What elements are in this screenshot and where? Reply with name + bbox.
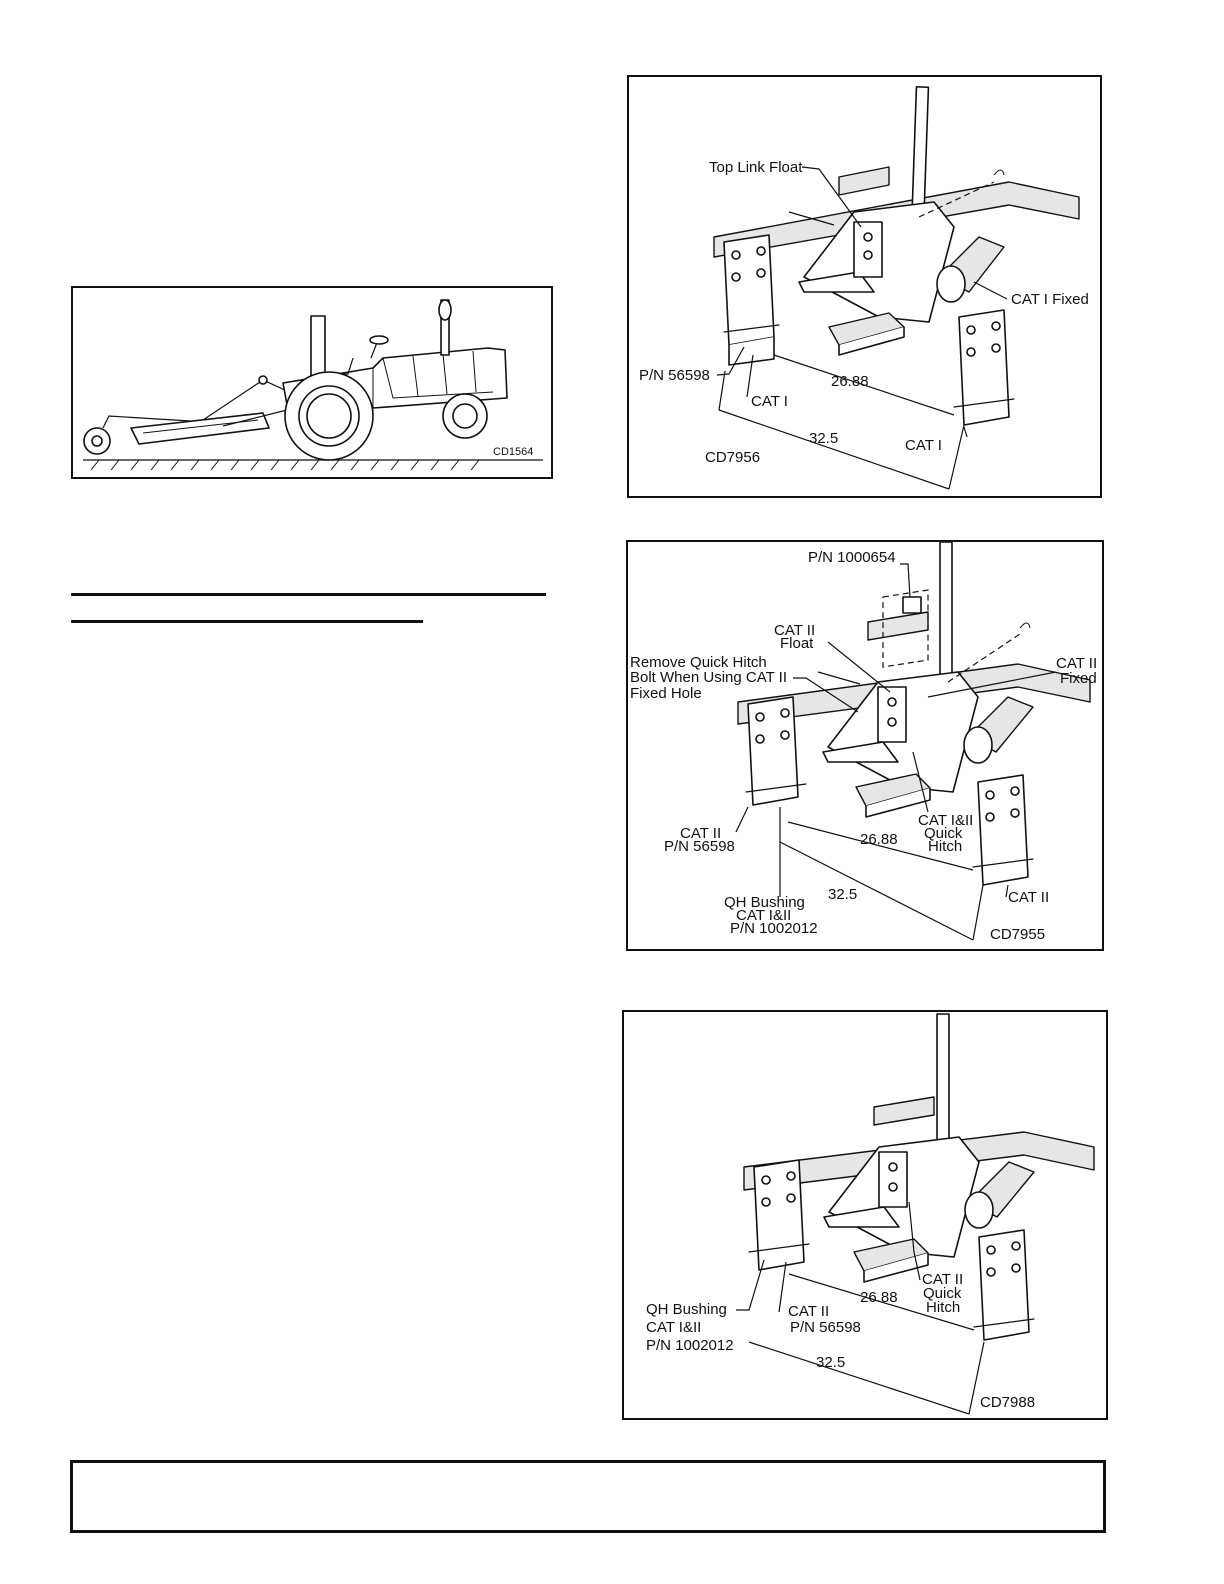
label-part-number: P/N 56598 xyxy=(790,1319,861,1336)
figure-code: CD7955 xyxy=(990,926,1045,943)
label-remove-2: Bolt When Using CAT II xyxy=(630,669,787,686)
label-inner-width: 26.88 xyxy=(860,831,898,848)
label-cat2-left: CAT II xyxy=(680,825,721,842)
heading-rule-long xyxy=(71,593,546,596)
figure-cat2-hitch: P/N 1000654 CAT II Float Remove Quick Hi… xyxy=(626,540,1104,951)
label-quick-hitch-2: Quick xyxy=(923,1285,962,1302)
label-outer-width: 32.5 xyxy=(809,430,838,447)
label-quick-hitch-1: CAT I&II xyxy=(918,812,973,829)
label-part-number: P/N 56598 xyxy=(639,367,710,384)
label-cat2-float-1: CAT II xyxy=(774,622,815,639)
tractor-figure-code: CD1564 xyxy=(493,446,533,458)
label-remove-1: Remove Quick Hitch xyxy=(630,654,767,671)
label-bushing-3: P/N 1002012 xyxy=(646,1337,734,1354)
label-outer-width: 32.5 xyxy=(816,1354,845,1371)
label-bushing-1: QH Bushing xyxy=(724,894,805,911)
label-inner-width: 26.88 xyxy=(831,373,869,390)
label-outer-width: 32.5 xyxy=(828,886,857,903)
label-cat1-right: CAT I xyxy=(905,437,942,454)
label-remove-3: Fixed Hole xyxy=(630,685,702,702)
figure-cat2-quick-hitch: QH Bushing CAT I&II P/N 1002012 CAT II P… xyxy=(622,1010,1108,1420)
label-top-link-float: Top Link Float xyxy=(709,159,803,176)
cat2-hitch-illustration: P/N 1000654 CAT II Float Remove Quick Hi… xyxy=(630,542,1097,943)
label-inner-width: 26.88 xyxy=(860,1289,898,1306)
label-quick-hitch-3: Hitch xyxy=(928,838,962,855)
label-cat2: CAT II xyxy=(788,1303,829,1320)
heading-rule-short xyxy=(71,620,423,623)
label-cat2-float-2: Float xyxy=(780,635,814,652)
label-cat1-left: CAT I xyxy=(751,393,788,410)
label-bushing-2: CAT I&II xyxy=(736,907,791,924)
label-bushing-1: QH Bushing xyxy=(646,1301,727,1318)
figure-code: CD7988 xyxy=(980,1394,1035,1411)
label-part-number: P/N 56598 xyxy=(664,838,735,855)
label-cat2-right: CAT II xyxy=(1008,889,1049,906)
ground-hatch xyxy=(90,459,480,471)
label-quick-hitch-2: Quick xyxy=(924,825,963,842)
figure-code: CD7956 xyxy=(705,449,760,466)
tractor-illustration: CD1564 xyxy=(83,299,543,471)
label-quick-hitch-1: CAT II xyxy=(922,1271,963,1288)
footer-box xyxy=(70,1460,1106,1533)
cat1-hitch-illustration: Top Link Float CAT I Fixed P/N 56598 26.… xyxy=(639,86,1089,490)
label-bushing-2: CAT I&II xyxy=(646,1319,701,1336)
label-cat1-fixed: CAT I Fixed xyxy=(1011,291,1089,308)
tractor-figure: CD1564 xyxy=(71,286,553,479)
label-bushing-3: P/N 1002012 xyxy=(730,920,818,937)
label-quick-hitch-3: Hitch xyxy=(926,1299,960,1316)
label-cat2-fixed-1: CAT II xyxy=(1056,655,1097,672)
cat2-quick-hitch-illustration: QH Bushing CAT I&II P/N 1002012 CAT II P… xyxy=(646,1013,1095,1415)
label-cat2-fixed-2: Fixed xyxy=(1060,670,1097,687)
figure-cat1-hitch: Top Link Float CAT I Fixed P/N 56598 26.… xyxy=(627,75,1102,498)
label-part-top: P/N 1000654 xyxy=(808,549,896,566)
